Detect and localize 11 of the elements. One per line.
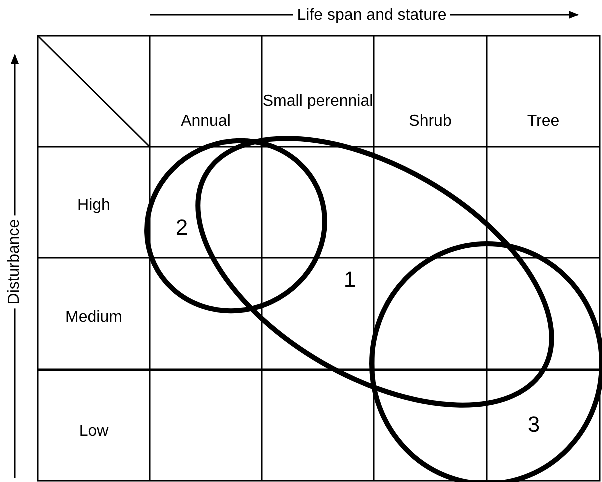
column-header: Small perennial [262,92,374,112]
ellipse-number: 3 [528,413,540,437]
ellipse-number: 1 [344,268,356,292]
row-header: Low [78,422,110,442]
column-header: Annual [180,112,232,132]
row-header: High [76,196,112,216]
column-header: Shrub [408,112,453,132]
row-header: Medium [64,308,124,328]
ellipse-number: 2 [176,216,188,240]
column-header: Tree [526,112,561,132]
axis-label: Life span and stature [293,6,451,26]
